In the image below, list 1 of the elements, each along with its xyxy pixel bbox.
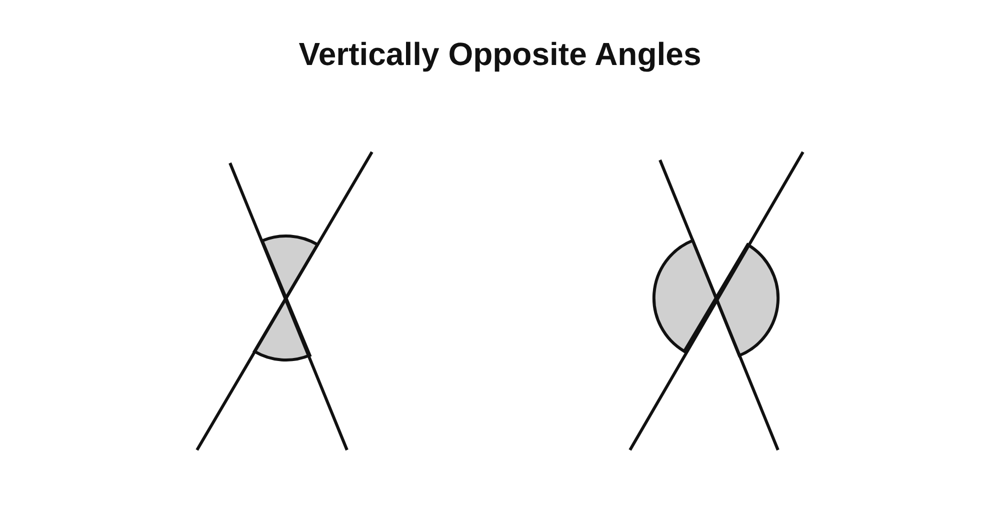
diagram-title: Vertically Opposite Angles <box>298 36 702 72</box>
